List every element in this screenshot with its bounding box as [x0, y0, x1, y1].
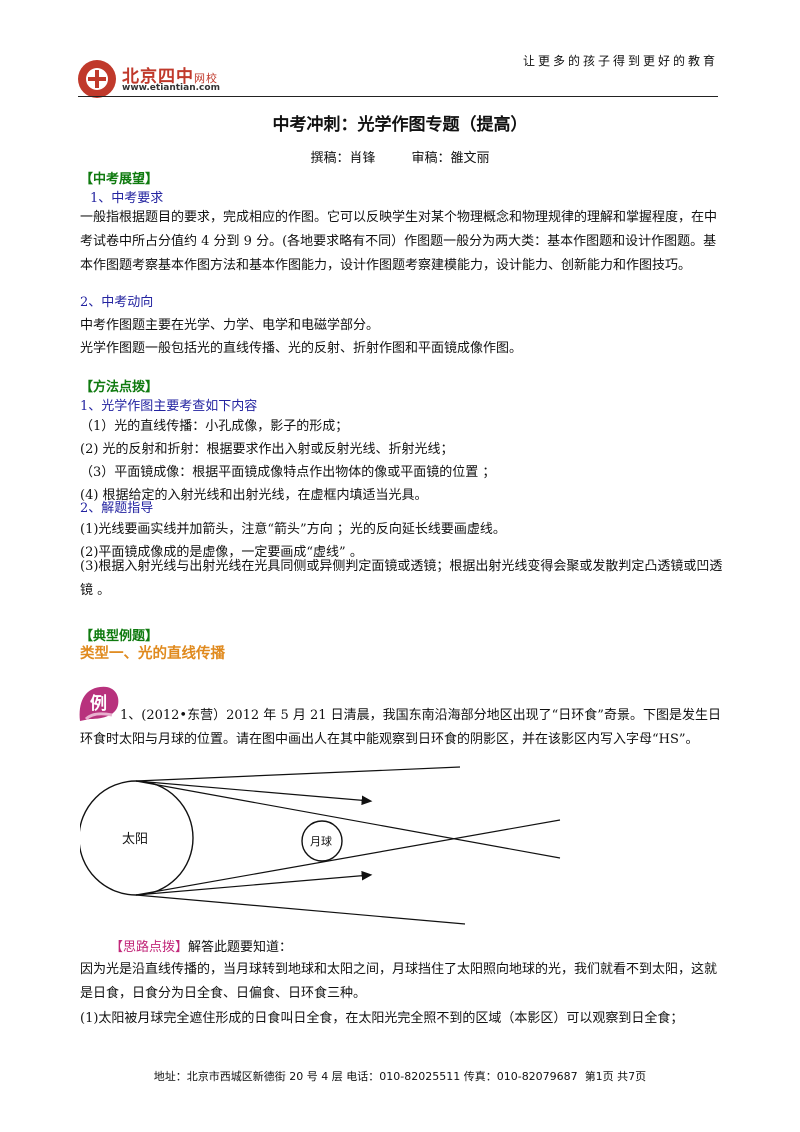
method-item: （1）光的直线传播：小孔成像，影子的形成；	[80, 419, 349, 434]
method-item: (4) 根据给定的入射光线和出射光线，在虚框内填适当光具。	[80, 488, 428, 503]
section-heading-examples: 【典型例题】	[80, 629, 159, 644]
answer-paragraph-2: (1)太阳被月球完全遮住形成的日食叫日全食，在太阳光完全照不到的区域（本影区）可…	[80, 1011, 684, 1026]
page-footer: 地址：北京市西城区新德街 20 号 4 层 电话：010-82025511 传真…	[0, 1068, 800, 1084]
slogan: 让更多的孩子得到更好的教育	[522, 54, 718, 68]
page-title: 中考冲刺：光学作图专题（提高）	[272, 115, 528, 135]
svg-text:例: 例	[90, 693, 107, 714]
ray-arrow-bottom	[135, 870, 373, 896]
answer-paragraph-1: 因为光是沿直线传播的，当月球转到地球和太阳之间，月球挡住了太阳照向地球的光，我们…	[80, 962, 718, 1001]
ray-arrow-top	[135, 780, 373, 806]
example-question: 1、(2012•东营）2012 年 5 月 21 日清晨，我国东南沿海部分地区出…	[80, 708, 721, 747]
example-type-heading: 类型一、光的直线传播	[80, 646, 225, 662]
moon-circle	[301, 820, 343, 862]
guidance-tip: (3)根据入射光线与出射光线在光具同侧或异侧判定面镜或透镜；根据出射光线变得会聚…	[80, 559, 723, 598]
footer-page-number: 第1页 共7页	[584, 1070, 647, 1083]
example-badge-icon: 例	[79, 686, 119, 721]
subheading-trends: 2、中考动向	[80, 295, 154, 310]
subheading-requirements: 1、中考要求	[90, 191, 164, 206]
sun-label: 太阳	[122, 832, 148, 847]
byline: 撰稿：肖锋 审稿：雒文丽	[0, 147, 800, 166]
ray-bottom	[135, 894, 466, 925]
section-heading-outlook: 【中考展望】	[80, 172, 159, 187]
eclipse-diagram: 太阳 月球	[80, 766, 561, 925]
ray-top	[135, 766, 461, 782]
header-divider	[78, 96, 718, 97]
hint-text: 解答此题要知道：	[188, 940, 293, 955]
guidance-tip: (2)平面镜成像成的是虚像，一定要画成“虚线” 。	[80, 545, 363, 560]
guidance-tip: (1)光线要画实线并加箭头，注意“箭头”方向 ；光的反向延长线要画虚线。	[80, 522, 506, 537]
logo-url: www.etiantian.com	[122, 83, 220, 93]
footer-address: 地址：北京市西城区新德街 20 号 4 层 电话：010-82025511 传真…	[153, 1070, 578, 1083]
method-item: （3）平面镜成像：根据平面镜成像特点作出物体的像或平面镜的位置 ；	[80, 465, 496, 480]
ray-cross-down	[135, 780, 561, 859]
moon-label: 月球	[310, 834, 332, 848]
paragraph-requirements: 一般指根据题目的要求，完成相应的作图。它可以反映学生对某个物理概念和物理规律的理…	[80, 210, 718, 273]
section-heading-method: 【方法点拨】	[80, 380, 159, 395]
reviewer: 审稿：雒文丽	[411, 151, 490, 166]
ray-cross-up	[135, 819, 561, 896]
trend-line-1: 中考作图题主要在光学、力学、电学和电磁学部分。	[80, 318, 380, 333]
subheading-guidance: 2、解题指导	[80, 501, 154, 516]
logo-text: 北京四中网校	[122, 67, 218, 87]
method-item: (2) 光的反射和折射：根据要求作出入射或反射光线、折射光线；	[80, 442, 454, 457]
hint-line: 【思路点拨】解答此题要知道：	[110, 936, 292, 955]
subheading-contents: 1、光学作图主要考查如下内容	[80, 399, 258, 414]
author: 撰稿：肖锋	[310, 151, 376, 166]
trend-line-2: 光学作图题一般包括光的直线传播、光的反射、折射作图和平面镜成像作图。	[80, 341, 523, 356]
hint-label: 【思路点拨】	[110, 940, 189, 955]
site-logo: 北京四中网校 www.etiantian.com	[78, 60, 318, 100]
